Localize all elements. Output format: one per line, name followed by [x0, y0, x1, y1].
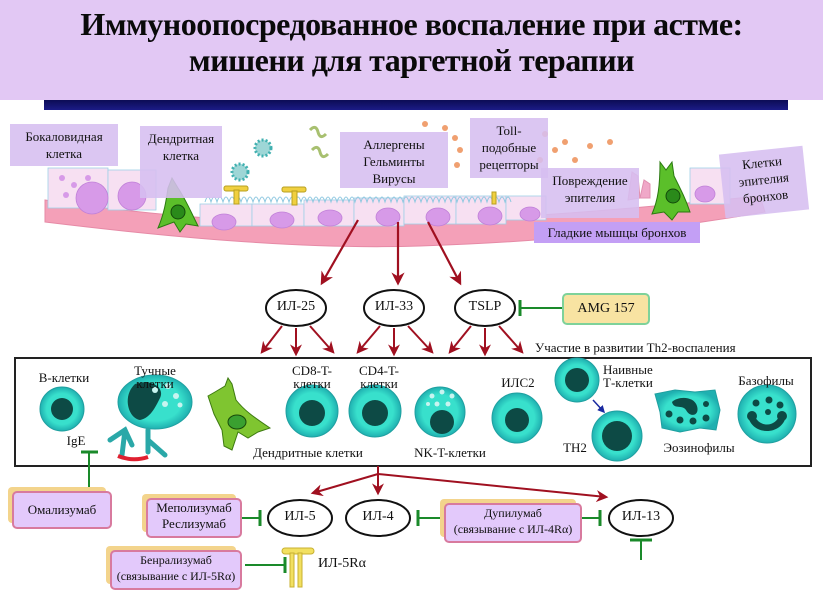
- oval-il25: [265, 289, 327, 327]
- label-th2: TH2: [563, 440, 587, 455]
- label-epithelial-damage: Повреждение эпителия: [541, 168, 639, 218]
- ige-crosslink: [117, 454, 149, 462]
- drug-amg157: AMG 157: [562, 293, 650, 325]
- epithelium-to-alarmin-arrows: [320, 219, 462, 286]
- toll-receptor-icon: [223, 185, 497, 206]
- label-dendritic-cell: Дендритная клетка: [140, 126, 222, 198]
- label-toll-receptors: Toll- подобные рецепторы: [470, 118, 548, 178]
- label-ige: IgE: [66, 433, 86, 448]
- alarmin-il25: ИЛ-25: [276, 299, 316, 314]
- oval-il13: [608, 499, 674, 537]
- differentiation-arrow: [592, 399, 606, 414]
- cytokine-ovals: [267, 499, 674, 537]
- drug-benralizumab: Бенрализумаб (связывание с ИЛ-5Rα): [110, 550, 242, 590]
- goblet-granules: [59, 175, 91, 198]
- label-bronchial-epithelium: Клетки эпителия бронхов: [718, 145, 810, 219]
- title-underline-bar: [44, 100, 788, 110]
- cytokine-il4: ИЛ-4: [362, 509, 394, 524]
- ige-antibody-icon: [107, 426, 168, 458]
- title-line-2: мишени для таргетной терапии: [188, 42, 635, 78]
- drug-mepolizumab-reslizumab: Меполизумаб Реслизумаб: [146, 498, 242, 538]
- immune-cells: [39, 357, 797, 490]
- oval-il4: [345, 499, 411, 537]
- label-eosinophils: Эозинофилы: [663, 440, 735, 455]
- label-basophils: Базофилы: [738, 373, 794, 388]
- th2-note: Участие в развитии Th2-воспаления: [535, 340, 736, 355]
- il5-receptor-icon: [281, 547, 315, 588]
- title-line-1: Иммуноопосредованное воспаление при астм…: [80, 6, 743, 42]
- label-nkt-cells: NK-T-клетки: [414, 445, 486, 460]
- label-cd4-t-cells: CD4-T- клетки: [359, 363, 399, 391]
- label-mast-cells: Тучные клетки: [134, 363, 176, 391]
- label-b-cells: В-клетки: [38, 370, 90, 385]
- diagram-title: Иммуноопосредованное воспаление при астм…: [0, 6, 823, 78]
- dendritic-cell-nucleus: [170, 204, 186, 220]
- cytokine-il5: ИЛ-5: [284, 509, 316, 524]
- cilia: [204, 196, 512, 204]
- drug-dupilumab: Дупилумаб (связывание с ИЛ-4Rα): [444, 503, 582, 543]
- label-triggers: Аллергены Гельминты Вирусы: [340, 132, 448, 188]
- drug-omalizumab: Омализумаб: [12, 491, 112, 529]
- title-band: [0, 0, 823, 100]
- dendritic-cell-box-icon: [207, 376, 272, 451]
- oval-il5: [267, 499, 333, 537]
- drug-inhibition-lines: [240, 510, 652, 573]
- cell-nuclei: [75, 181, 716, 231]
- alarmin-ovals: [265, 289, 516, 327]
- label-smooth-muscle: Гладкие мышцы бронхов: [534, 222, 700, 243]
- dendritic-cell-right-nucleus: [665, 188, 681, 204]
- alarmin-il33: ИЛ-33: [374, 299, 414, 314]
- alarmin-tslp: TSLP: [468, 299, 502, 314]
- label-goblet-cell: Бокаловидная клетка: [10, 124, 118, 166]
- label-cd8-t-cells: CD8-T- клетки: [292, 363, 332, 391]
- oval-tslp: [454, 289, 516, 327]
- label-naive-t-cells: Наивные Т-клетки: [603, 362, 653, 390]
- alarmin-to-cell-arrows: [260, 325, 524, 357]
- oval-il33: [363, 289, 425, 327]
- immune-cells-box: [14, 357, 812, 467]
- ige-inhibition: [81, 450, 98, 490]
- tslp-inhibition: [518, 300, 562, 316]
- label-ilc2: ИЛС2: [501, 375, 535, 390]
- label-dendritic-cells: Дендритные клетки: [253, 445, 363, 460]
- cytokine-il13: ИЛ-13: [621, 509, 661, 524]
- label-il5-receptor: ИЛ-5Rα: [318, 556, 366, 571]
- cell-to-cytokine-arrows: [310, 466, 609, 503]
